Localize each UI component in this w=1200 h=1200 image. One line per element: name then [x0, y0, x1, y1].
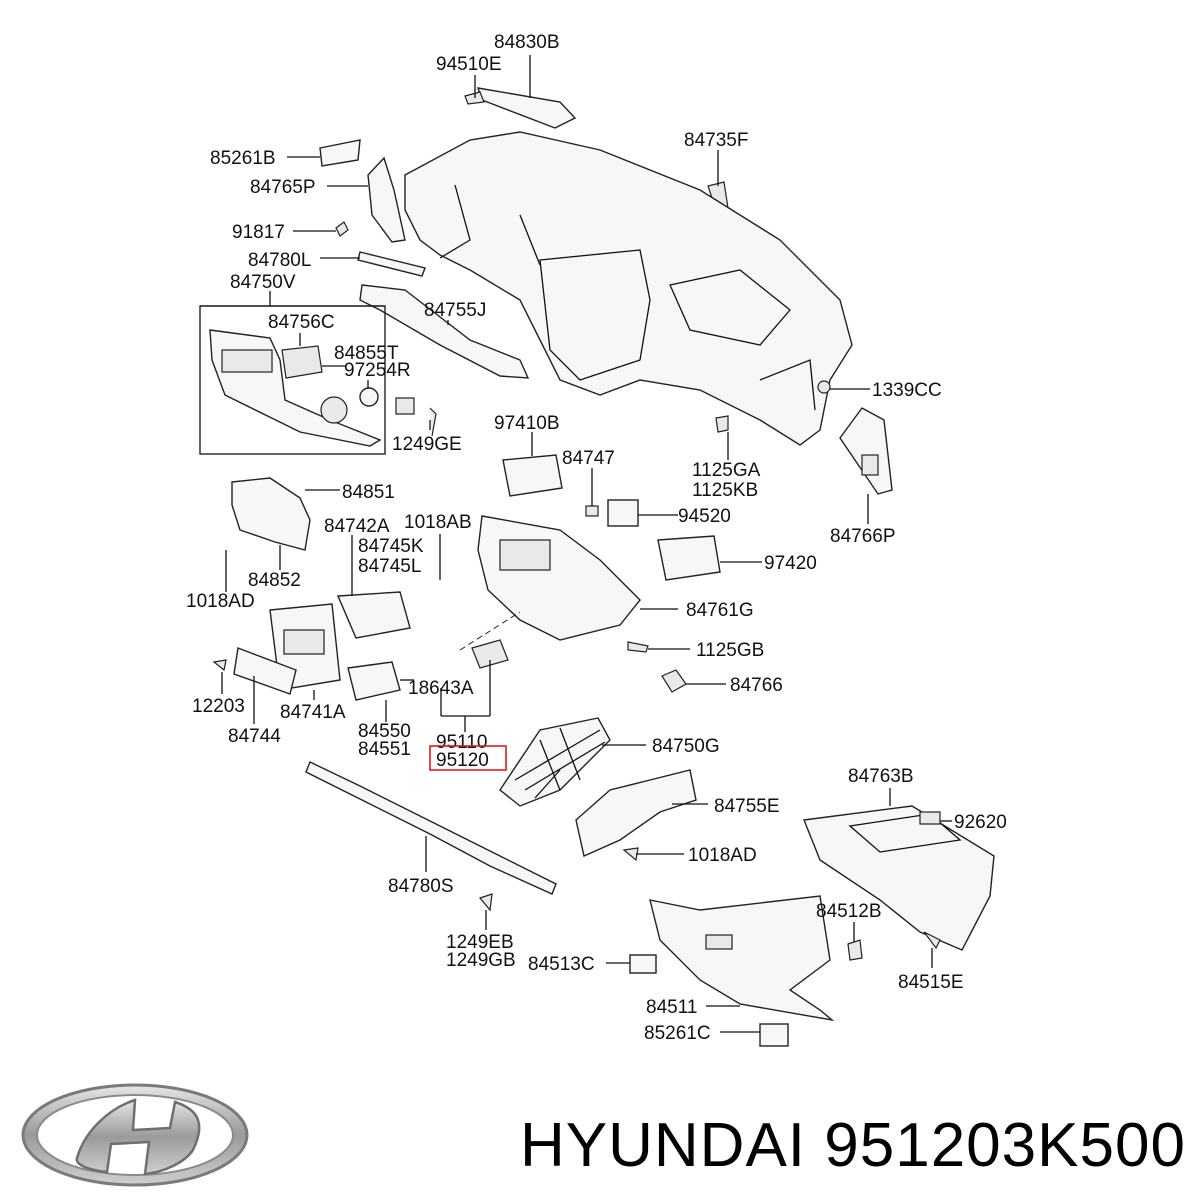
- part-84744: [233, 647, 297, 695]
- label-84852: 84852: [248, 570, 301, 591]
- label-84744: 84744: [228, 726, 281, 747]
- part-84780L: [357, 251, 426, 277]
- part-84851: [231, 477, 311, 551]
- label-84515E: 84515E: [898, 972, 964, 993]
- label-84512B: 84512B: [816, 901, 882, 922]
- part-97254R: [359, 387, 379, 407]
- label-92620: 92620: [954, 812, 1007, 833]
- label-95110: 95110: [436, 732, 487, 753]
- label-1249EB: 1249EB: [446, 932, 514, 953]
- label-84755J: 84755J: [424, 300, 486, 321]
- label-84756C: 84756C: [268, 312, 335, 333]
- label-84745K: 84745K: [358, 536, 424, 557]
- label-84741A: 84741A: [280, 702, 346, 723]
- part-97420: [657, 535, 721, 581]
- label-1125GB: 1125GB: [696, 640, 764, 661]
- part-labels: 84830B 94510E 85261B 84765P 91817 84780L…: [186, 32, 1007, 1044]
- part-84780S: [305, 761, 557, 895]
- label-84761G: 84761G: [686, 600, 754, 621]
- part-84742A: [336, 591, 411, 639]
- part-18643A: [471, 639, 509, 669]
- label-1125GA: 1125GA: [692, 460, 761, 481]
- part-84765P: [367, 156, 406, 243]
- label-1018AD-lower: 1018AD: [688, 845, 757, 866]
- part-85261C: [759, 1023, 789, 1047]
- parts-artwork: [199, 87, 995, 1047]
- label-84765P: 84765P: [250, 177, 316, 198]
- part-91817: [335, 221, 349, 237]
- part-84513C: [629, 954, 657, 974]
- label-84855T: 84855T: [334, 343, 399, 364]
- label-1339CC: 1339CC: [872, 380, 942, 401]
- highlight-box-95120: [429, 745, 507, 771]
- label-84513C: 84513C: [528, 954, 595, 975]
- label-84763B: 84763B: [848, 766, 914, 787]
- label-97420: 97420: [764, 553, 817, 574]
- label-97254R: 97254R: [344, 360, 411, 381]
- label-84766: 84766: [730, 675, 783, 696]
- label-84755E: 84755E: [714, 796, 780, 817]
- part-84750G: [499, 717, 611, 807]
- part-84515E: [923, 931, 941, 950]
- label-1125KB: 1125KB: [692, 480, 758, 501]
- part-84755J: [359, 284, 530, 379]
- label-84745L: 84745L: [358, 556, 421, 577]
- label-84780S: 84780S: [388, 876, 454, 897]
- part-84550: [347, 661, 401, 701]
- label-84750G: 84750G: [652, 736, 720, 757]
- label-84742A: 84742A: [324, 516, 390, 537]
- label-95120: 95120: [436, 750, 489, 771]
- label-94510E: 94510E: [436, 54, 502, 75]
- part-84766: [661, 669, 687, 693]
- label-84551: 84551: [358, 739, 411, 760]
- label-84511: 84511: [646, 997, 697, 1018]
- label-84851: 84851: [342, 482, 395, 503]
- label-84550: 84550: [358, 721, 411, 742]
- label-85261B: 85261B: [210, 148, 276, 169]
- part-84755E: [575, 769, 697, 857]
- label-85261C: 85261C: [644, 1023, 711, 1044]
- label-84830B: 84830B: [494, 32, 560, 53]
- label-1249GB: 1249GB: [446, 950, 516, 971]
- label-84747: 84747: [562, 448, 615, 469]
- label-1018AB: 1018AB: [404, 512, 472, 533]
- part-dashboard-main: [404, 131, 853, 446]
- label-94520: 94520: [678, 506, 731, 527]
- label-18643A: 18643A: [408, 678, 474, 699]
- hyundai-logo-icon: [21, 1083, 249, 1187]
- label-84750V: 84750V: [230, 272, 296, 293]
- leader-lines: [221, 55, 952, 1033]
- part-84512B: [847, 939, 863, 961]
- part-84761G: [477, 515, 641, 641]
- brand-part-number: HYUNDAI 951203K500: [520, 1111, 1186, 1180]
- part-84511: [649, 895, 835, 1022]
- label-12203: 12203: [192, 696, 245, 717]
- part-94520: [607, 499, 639, 527]
- label-97410B: 97410B: [494, 413, 560, 434]
- label-84766P: 84766P: [830, 526, 896, 547]
- part-84766P: [839, 407, 893, 495]
- part-85261B: [319, 139, 361, 167]
- label-84780L: 84780L: [248, 250, 311, 271]
- label-1249GE: 1249GE: [392, 434, 462, 455]
- part-84855T: [281, 345, 323, 379]
- label-1018AD-upper: 1018AD: [186, 591, 255, 612]
- part-1339CC: [817, 380, 831, 394]
- label-84735F: 84735F: [684, 130, 748, 151]
- label-91817: 91817: [232, 222, 285, 243]
- part-92620: [919, 811, 941, 825]
- part-84830B: [476, 87, 577, 129]
- part-97410B: [502, 454, 563, 497]
